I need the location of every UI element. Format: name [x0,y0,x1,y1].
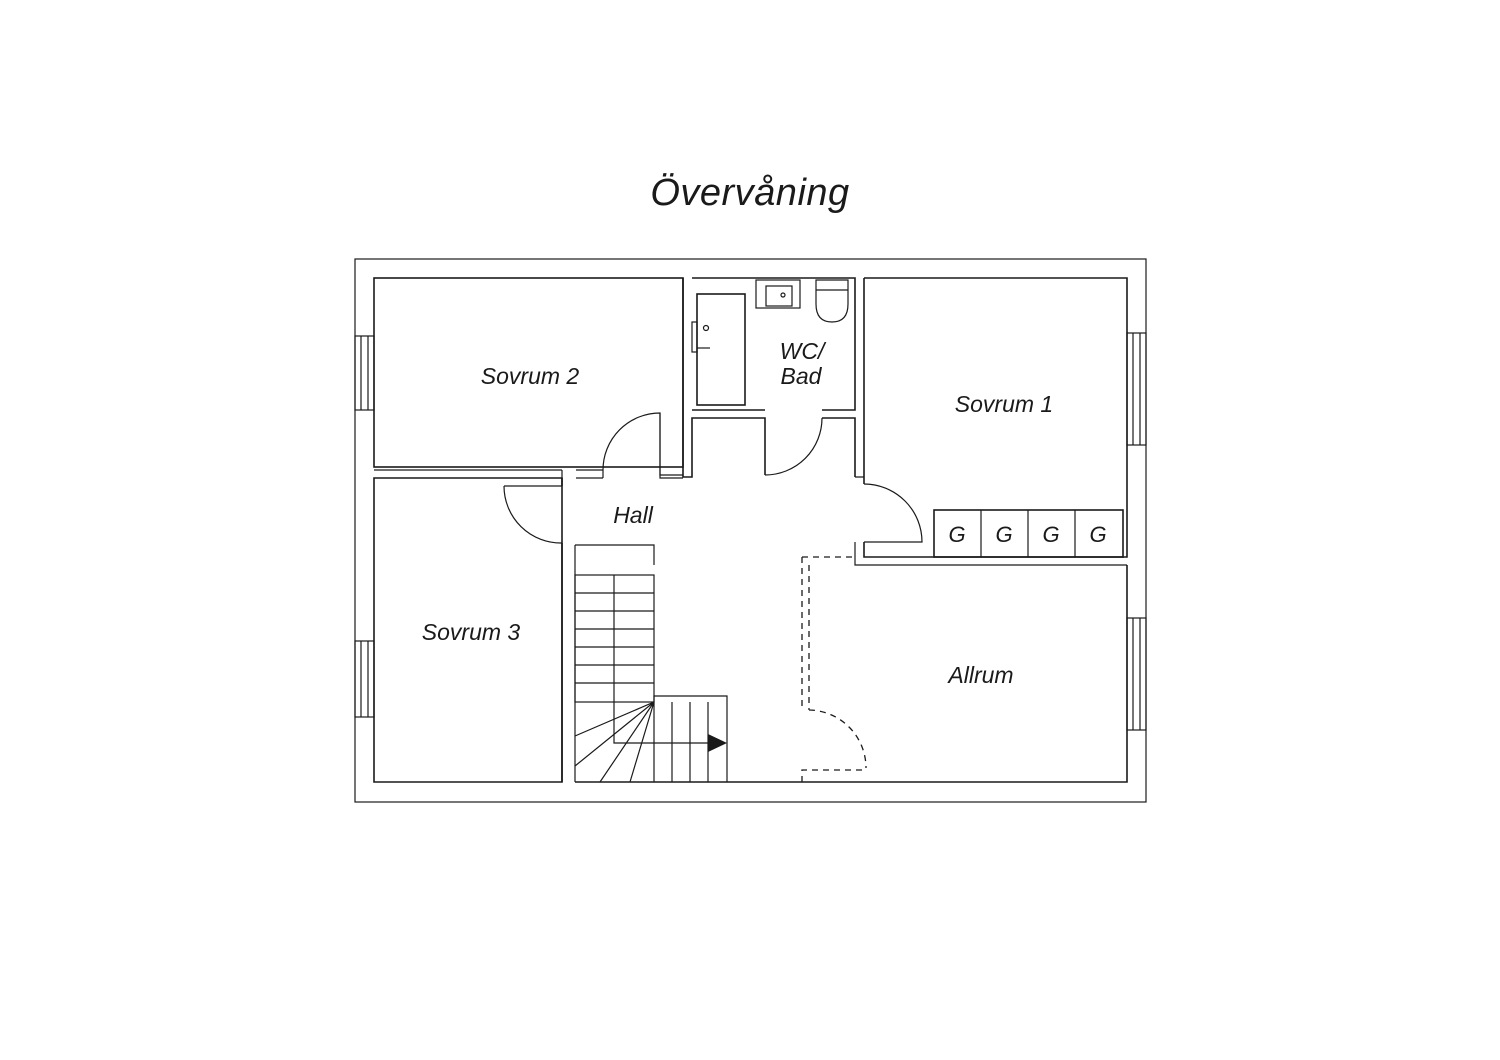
wardrobe-label: G [948,522,965,547]
label-sovrum-1: Sovrum 1 [955,391,1053,417]
shower [696,293,746,406]
wardrobe-label: G [1042,522,1059,547]
label-hall: Hall [613,502,654,528]
door-sovrum-2-frame [659,413,683,479]
wall-sovrum-2-3 [374,469,603,479]
floor-plan-title: Övervåning [650,172,850,214]
window-sovrum-2 [354,335,375,411]
allrum-door-swing[interactable] [808,565,867,769]
sink-drain-icon [780,292,786,298]
label-wc-bad-line2: Bad [781,363,823,389]
label-allrum: Allrum [946,662,1013,688]
wardrobe-label: G [995,522,1012,547]
window-sovrum-3 [354,640,375,718]
label-sovrum-3: Sovrum 3 [422,619,521,645]
shower-mixer [691,321,698,353]
door-sovrum-2-swing[interactable] [602,412,683,478]
window-sovrum-1 [1126,332,1147,446]
wardrobe-dividers [980,510,1076,557]
wall-sovrum-1-hall [854,476,1127,566]
stair-arrow-icon [708,734,727,752]
room-sovrum-1 [863,277,1128,558]
door-sovrum-3-swing[interactable] [503,485,563,544]
label-sovrum-2: Sovrum 2 [481,363,580,389]
toilet [815,279,849,323]
wall-hall-wc-right [822,417,856,477]
sink-basin [765,285,793,307]
shower-head-icon [702,324,710,332]
sink [755,279,801,309]
door-sovrum-1-swing[interactable] [863,483,923,543]
wardrobe-label: G [1089,522,1106,547]
outer-wall-outline [354,258,1147,803]
allrum-open-partition [801,556,866,782]
room-wc-bad [692,277,856,411]
wall-hall-wc [682,278,766,478]
window-allrum [1126,617,1147,731]
door-wc-swing[interactable] [764,417,823,476]
staircase [574,544,728,783]
label-wc-bad-line1: WC/ [780,338,827,364]
